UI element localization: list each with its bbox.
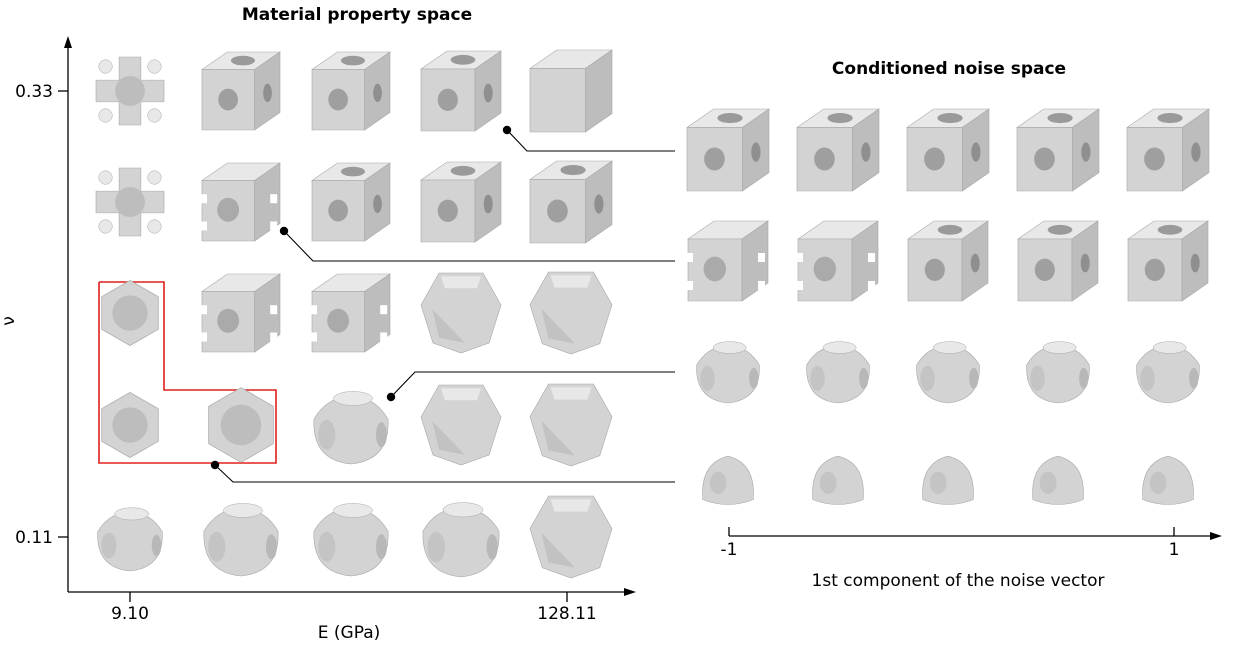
noise-cell-cube-holes [906,108,990,192]
leader-dot-row3 [386,392,396,402]
unit-cell-cube-lattice [310,273,391,353]
unit-cell-cube-holes [311,51,391,131]
left-y-axis-arrow [64,36,72,48]
unit-cell-cube-solid [529,49,613,133]
noise-cell-cube-lattice [796,220,879,302]
leader-line-row4 [214,464,675,483]
y-tick-label-min: 0.11 [15,528,53,548]
noise-cell-cube-holes [796,108,880,192]
right-panel-title: Conditioned noise space [832,59,1066,79]
y-axis-label: ν [0,316,19,326]
unit-cell-cylinder [422,502,500,578]
x-axis-label: E (GPa) [318,623,381,643]
noise-cell-dome [1032,455,1084,505]
unit-cell-cube-lattice [200,273,281,353]
left-x-axis-arrow [624,588,636,596]
unit-cell-cylinder [97,507,163,572]
unit-cell-cross [95,56,165,126]
x-tick-label-max: 128.11 [537,604,596,624]
leader-line-row1 [506,129,675,152]
noise-cell-cylinder [1136,341,1200,404]
noise-cell-cylinder [916,341,980,404]
unit-cell-cylinder [313,503,389,577]
noise-cell-cylinder [806,341,870,404]
unit-cell-cube-lattice [200,162,281,242]
unit-cell-cube-holes [311,162,391,242]
noise-cell-cube-holes [1126,108,1210,192]
unit-cell-octa [101,279,159,347]
noise-cell-cube-holes [1127,220,1209,302]
right-grid [686,108,1210,505]
right-tick-label-max: 1 [1169,540,1180,560]
unit-cell-cube-holes [529,160,613,244]
left-panel-title: Material property space [242,5,472,25]
y-tick-label-max: 0.33 [15,82,53,102]
left-grid [95,49,613,579]
leader-dot-row2 [279,226,289,236]
leader-line-row2 [283,230,675,262]
leader-dot-row1 [502,125,512,135]
unit-cell-octa [208,387,274,463]
unit-cell-cylinder [313,391,389,465]
unit-cell-rounded [529,383,613,467]
unit-cell-cube-holes [420,50,502,132]
unit-cell-rounded [420,384,502,466]
noise-cell-cube-holes [686,108,770,192]
noise-cell-cube-holes [1016,108,1100,192]
selection-outline [98,281,277,464]
noise-cell-cube-lattice [686,220,769,302]
noise-cell-cylinder [696,341,760,404]
leader-dot-row4 [210,460,220,470]
unit-cell-rounded [420,272,502,354]
unit-cell-cube-holes [420,161,502,243]
noise-cell-dome [922,455,974,505]
noise-cell-cube-holes [1017,220,1099,302]
noise-cell-cylinder [1026,341,1090,404]
unit-cell-octa [101,391,159,459]
x-tick-label-min: 9.10 [111,604,149,624]
noise-cell-dome [702,455,754,505]
unit-cell-rounded [529,271,613,355]
right-x-axis-arrow [1210,532,1222,540]
noise-cell-cube-holes [907,220,989,302]
right-tick-label-min: -1 [721,540,738,560]
noise-cell-dome [1142,455,1194,505]
leader-line-row3 [390,371,675,398]
leader-lines [210,125,675,483]
unit-cell-cross [95,167,165,237]
unit-cell-cube-holes [201,51,281,131]
right-x-axis-label: 1st component of the noise vector [812,571,1105,591]
noise-cell-dome [812,455,864,505]
unit-cell-cylinder [203,503,279,577]
unit-cell-rounded [529,495,613,579]
